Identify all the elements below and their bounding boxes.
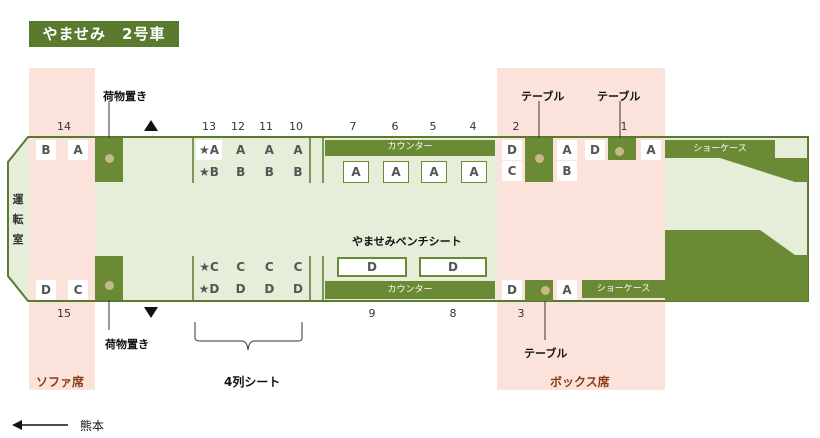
seat-10B[interactable]: B bbox=[293, 165, 303, 179]
seat-13A[interactable]: ★A bbox=[196, 140, 222, 160]
seat-10C[interactable]: C bbox=[293, 260, 303, 274]
seat-11B[interactable]: B bbox=[264, 165, 274, 179]
table-marker-2 bbox=[535, 154, 544, 163]
seat-12A[interactable]: A bbox=[236, 143, 246, 157]
row-number-10: 10 bbox=[289, 120, 303, 133]
seat-11D[interactable]: D bbox=[264, 282, 275, 296]
row-number-1: 1 bbox=[620, 120, 628, 133]
bench-label: やませみベンチシート bbox=[352, 235, 462, 248]
seat-3D[interactable]: D bbox=[502, 280, 522, 300]
seat-14B[interactable]: B bbox=[36, 140, 56, 160]
row-number-8: 8 bbox=[449, 307, 457, 320]
luggage-label-top: 荷物置き bbox=[103, 90, 147, 103]
counter-bottom: カウンター bbox=[325, 281, 495, 299]
showcase-top: ショーケース bbox=[665, 140, 775, 158]
luggage-marker-top bbox=[105, 154, 114, 163]
seat-5A[interactable]: A bbox=[421, 161, 447, 183]
seat-12D[interactable]: D bbox=[235, 282, 246, 296]
row-number-4: 4 bbox=[469, 120, 477, 133]
seat-14A[interactable]: A bbox=[68, 140, 88, 160]
luggage-marker-bottom bbox=[105, 281, 114, 290]
four-row-seats: ★A A A A ★B B B B bbox=[196, 140, 308, 184]
table-label-1: テーブル bbox=[597, 90, 641, 103]
seat-13C[interactable]: ★C bbox=[199, 260, 219, 274]
table-area-3 bbox=[525, 280, 553, 301]
counter-top: カウンター bbox=[325, 140, 495, 156]
seat-13D[interactable]: ★D bbox=[198, 282, 220, 296]
bench-seat-9D[interactable]: D bbox=[337, 257, 407, 277]
seat-13B[interactable]: ★B bbox=[199, 165, 219, 179]
four-row-label: 4列シート bbox=[224, 375, 281, 389]
row-number-7: 7 bbox=[349, 120, 357, 133]
seat-12C[interactable]: C bbox=[236, 260, 246, 274]
table-marker-1 bbox=[615, 147, 624, 156]
table-label-2: テーブル bbox=[521, 90, 565, 103]
row-number-3: 3 bbox=[517, 307, 525, 320]
table-marker-3 bbox=[541, 286, 550, 295]
seat-3A[interactable]: A bbox=[557, 280, 577, 300]
cab-label: 運 転 室 bbox=[12, 193, 24, 246]
table-label-3: テーブル bbox=[524, 347, 568, 360]
page-title: やませみ 2号車 bbox=[29, 21, 179, 47]
row-number-15: 15 bbox=[57, 307, 71, 320]
row-number-12: 12 bbox=[231, 120, 245, 133]
seat-15D[interactable]: D bbox=[36, 280, 56, 300]
bench-seat-8D[interactable]: D bbox=[419, 257, 487, 277]
seat-15C[interactable]: C bbox=[68, 280, 88, 300]
seat-11A[interactable]: A bbox=[264, 143, 274, 157]
direction-label: 熊本 bbox=[80, 419, 105, 433]
luggage-area-bottom bbox=[95, 256, 123, 300]
seat-1D[interactable]: D bbox=[585, 140, 605, 160]
seat-4A[interactable]: A bbox=[461, 161, 487, 183]
seat-6A[interactable]: A bbox=[383, 161, 409, 183]
row-number-13: 13 bbox=[202, 120, 216, 133]
sofa-zone-label: ソファ席 bbox=[36, 375, 85, 389]
seat-10D[interactable]: D bbox=[292, 282, 303, 296]
row-number-2: 2 bbox=[512, 120, 520, 133]
seat-2A[interactable]: A bbox=[557, 140, 577, 160]
row-number-6: 6 bbox=[391, 120, 399, 133]
row-number-9: 9 bbox=[368, 307, 376, 320]
seat-2B[interactable]: B bbox=[557, 161, 577, 181]
row-number-5: 5 bbox=[429, 120, 437, 133]
row-number-14: 14 bbox=[57, 120, 71, 133]
seat-2C[interactable]: C bbox=[502, 161, 522, 181]
seat-12B[interactable]: B bbox=[236, 165, 246, 179]
four-row-seats-lower: ★C C C C ★D D D D bbox=[196, 257, 308, 301]
showcase-bottom: ショーケース bbox=[582, 280, 665, 298]
row-number-11: 11 bbox=[259, 120, 273, 133]
seat-7A[interactable]: A bbox=[343, 161, 369, 183]
box-zone-label: ボックス席 bbox=[550, 375, 610, 389]
seat-2D[interactable]: D bbox=[502, 140, 522, 160]
seat-10A[interactable]: A bbox=[293, 143, 303, 157]
seat-1A[interactable]: A bbox=[641, 140, 661, 160]
seat-11C[interactable]: C bbox=[264, 260, 274, 274]
luggage-label-bottom: 荷物置き bbox=[105, 338, 149, 351]
